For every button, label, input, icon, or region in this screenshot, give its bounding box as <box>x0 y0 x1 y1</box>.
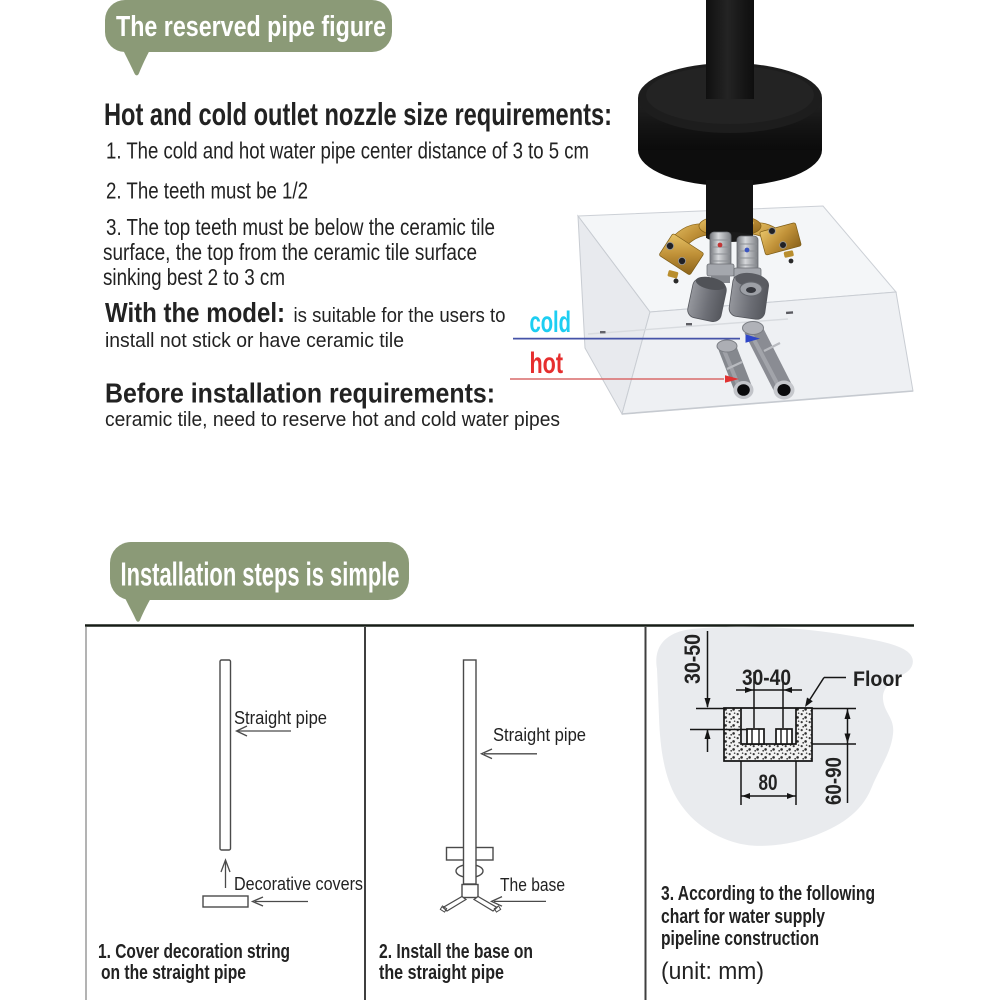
svg-text:install not stick or have cera: install not stick or have ceramic tile <box>105 330 404 352</box>
svg-text:chart for water supply: chart for water supply <box>661 906 826 928</box>
svg-text:the straight pipe: the straight pipe <box>379 961 504 984</box>
svg-text:is suitable for the users to: is suitable for the users to <box>294 305 506 327</box>
svg-text:3. The top teeth must be below: 3. The top teeth must be below the ceram… <box>106 214 495 240</box>
svg-text:1. Cover decoration string: 1. Cover decoration string <box>98 940 290 963</box>
svg-text:30-50: 30-50 <box>680 634 705 684</box>
svg-text:Decorative covers: Decorative covers <box>234 874 363 894</box>
svg-text:ceramic tile, need to reserve: ceramic tile, need to reserve hot and co… <box>105 408 560 431</box>
svg-text:cold: cold <box>530 306 572 339</box>
svg-text:Hot and cold outlet nozzle siz: Hot and cold outlet nozzle size requirem… <box>104 96 612 132</box>
svg-text:3. According to the following: 3. According to the following <box>661 883 875 905</box>
svg-text:Straight pipe: Straight pipe <box>493 725 586 745</box>
svg-text:1. The cold and hot water pipe: 1. The cold and hot water pipe center di… <box>106 137 589 163</box>
svg-text:Before installation requiremen: Before installation requirements: <box>105 378 495 409</box>
svg-text:80: 80 <box>759 770 778 795</box>
svg-text:on the straight pipe: on the straight pipe <box>101 961 246 984</box>
svg-text:Installation steps is simple: Installation steps is simple <box>121 556 400 593</box>
svg-text:pipeline construction: pipeline construction <box>661 928 819 950</box>
svg-text:(unit: mm): (unit: mm) <box>661 958 764 985</box>
svg-text:sinking best 2 to 3 cm: sinking best 2 to 3 cm <box>103 264 285 290</box>
svg-text:The reserved pipe figure: The reserved pipe figure <box>116 11 386 43</box>
svg-text:2. Install the base on: 2. Install the base on <box>379 940 533 963</box>
svg-text:30-40: 30-40 <box>742 665 791 690</box>
svg-text:With the model:: With the model: <box>105 297 285 328</box>
svg-text:60-90: 60-90 <box>821 757 846 805</box>
svg-text:Straight pipe: Straight pipe <box>234 708 327 728</box>
svg-text:surface, the top from the cera: surface, the top from the ceramic tile s… <box>103 239 477 265</box>
svg-text:Floor: Floor <box>853 667 903 691</box>
svg-text:hot: hot <box>530 347 564 380</box>
svg-text:The base: The base <box>500 875 565 895</box>
svg-text:2. The teeth must be 1/2: 2. The teeth must be 1/2 <box>106 177 308 203</box>
